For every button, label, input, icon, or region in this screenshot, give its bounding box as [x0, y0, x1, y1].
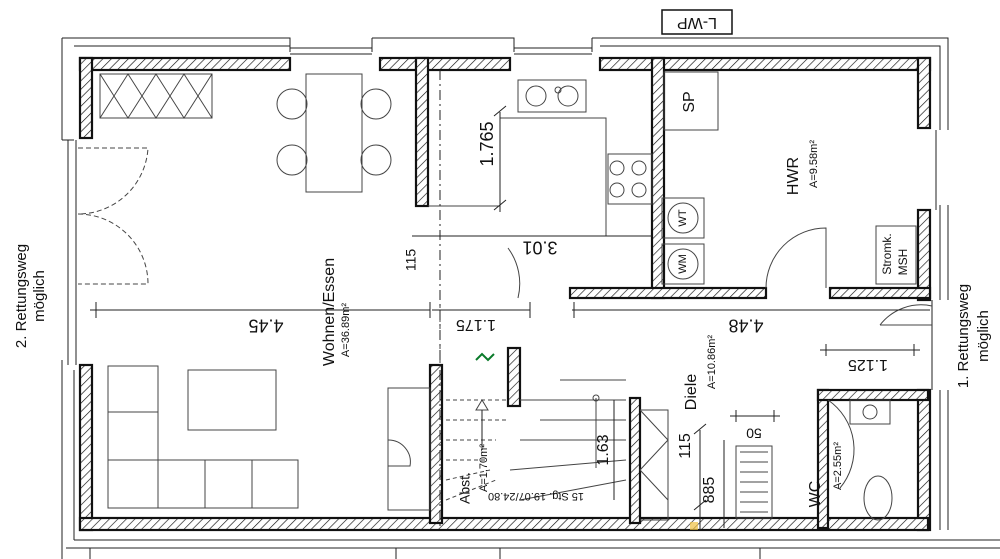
- washer-label: WM: [677, 254, 689, 274]
- electrical-cabinet-label: Stromk.: [880, 233, 894, 274]
- entrance-door: [879, 304, 933, 326]
- room-name-wc: WC: [807, 481, 824, 508]
- dim-1175: 1.175: [456, 316, 496, 333]
- room-name-abst: Abst.: [457, 472, 473, 504]
- dim-hall-width: 4.48: [728, 315, 763, 335]
- dryer-label: WT: [677, 209, 689, 226]
- room-area-abst: A=1.70m²: [478, 444, 490, 492]
- marker-accent: [690, 522, 698, 530]
- dim-1125: 1.125: [848, 356, 888, 373]
- dim-living-width: 4.45: [248, 315, 283, 335]
- escape-route-left-line1: 2. Rettungsweg: [13, 244, 30, 348]
- escape-route-left-line2: möglich: [31, 270, 48, 322]
- dim-163: 1.63: [595, 434, 612, 465]
- room-abst: Abst. A=1.70m²: [457, 444, 490, 504]
- room-name-hwr: HWR: [785, 157, 802, 195]
- room-area-wc: A=2.55m²: [832, 442, 844, 490]
- kitchen: [428, 79, 653, 237]
- room-area-hwr: A=9.58m²: [808, 140, 820, 188]
- plan-stamp-text: L-WP: [677, 14, 717, 31]
- storage-label: SP: [681, 91, 698, 112]
- plan-stamp: L-WP: [661, 9, 733, 35]
- dim-50: 50: [746, 425, 762, 441]
- escape-route-right-line1: 1. Rettungsweg: [955, 284, 972, 388]
- terrace-door: [77, 147, 149, 285]
- dim-kitchen-width: 3.01: [522, 237, 557, 257]
- dimension-texts: 1.765 3.01 115 4.45 1.175 4.48 1.125 50 …: [248, 121, 888, 503]
- room-name-diele: Diele: [683, 374, 700, 411]
- room-wohnen: Wohnen/Essen A=36.89m²: [321, 258, 352, 366]
- staircase: [387, 379, 669, 521]
- windows: [67, 47, 937, 390]
- escape-route-right-line2: möglich: [975, 310, 992, 362]
- room-area-diele: A=10.86m²: [706, 335, 718, 389]
- stair-note: 15 Stg. 19.07/24.80: [488, 490, 584, 502]
- sideboard: [99, 73, 213, 119]
- escape-route-left: 2. Rettungsweg möglich: [13, 244, 48, 348]
- dim-115-top: 115: [403, 249, 419, 272]
- dining-table: [276, 73, 392, 193]
- electrical-cabinet: Stromk. MSH: [875, 225, 917, 285]
- dim-115-bottom: 115: [677, 433, 694, 459]
- hwr-fixtures: SP WT WM: [661, 71, 827, 289]
- dimension-lines: [90, 70, 930, 530]
- dim-885: 885: [701, 477, 718, 504]
- outer-walls: [61, 37, 1000, 559]
- room-name-wohnen: Wohnen/Essen: [321, 258, 338, 366]
- room-hwr: HWR A=9.58m²: [785, 140, 820, 195]
- sofa: [107, 365, 299, 509]
- wc-fixtures: [735, 399, 893, 521]
- escape-route-right: 1. Rettungsweg möglich: [955, 284, 992, 388]
- hatched-walls: [78, 56, 932, 532]
- dim-kitchen-depth: 1.765: [477, 121, 497, 166]
- marker-symbol: [475, 352, 495, 362]
- room-diele: Diele A=10.86m²: [683, 335, 718, 411]
- room-wc: WC A=2.55m²: [807, 442, 844, 508]
- room-area-wohnen: A=36.89m²: [340, 303, 352, 357]
- msh-label: MSH: [896, 249, 910, 276]
